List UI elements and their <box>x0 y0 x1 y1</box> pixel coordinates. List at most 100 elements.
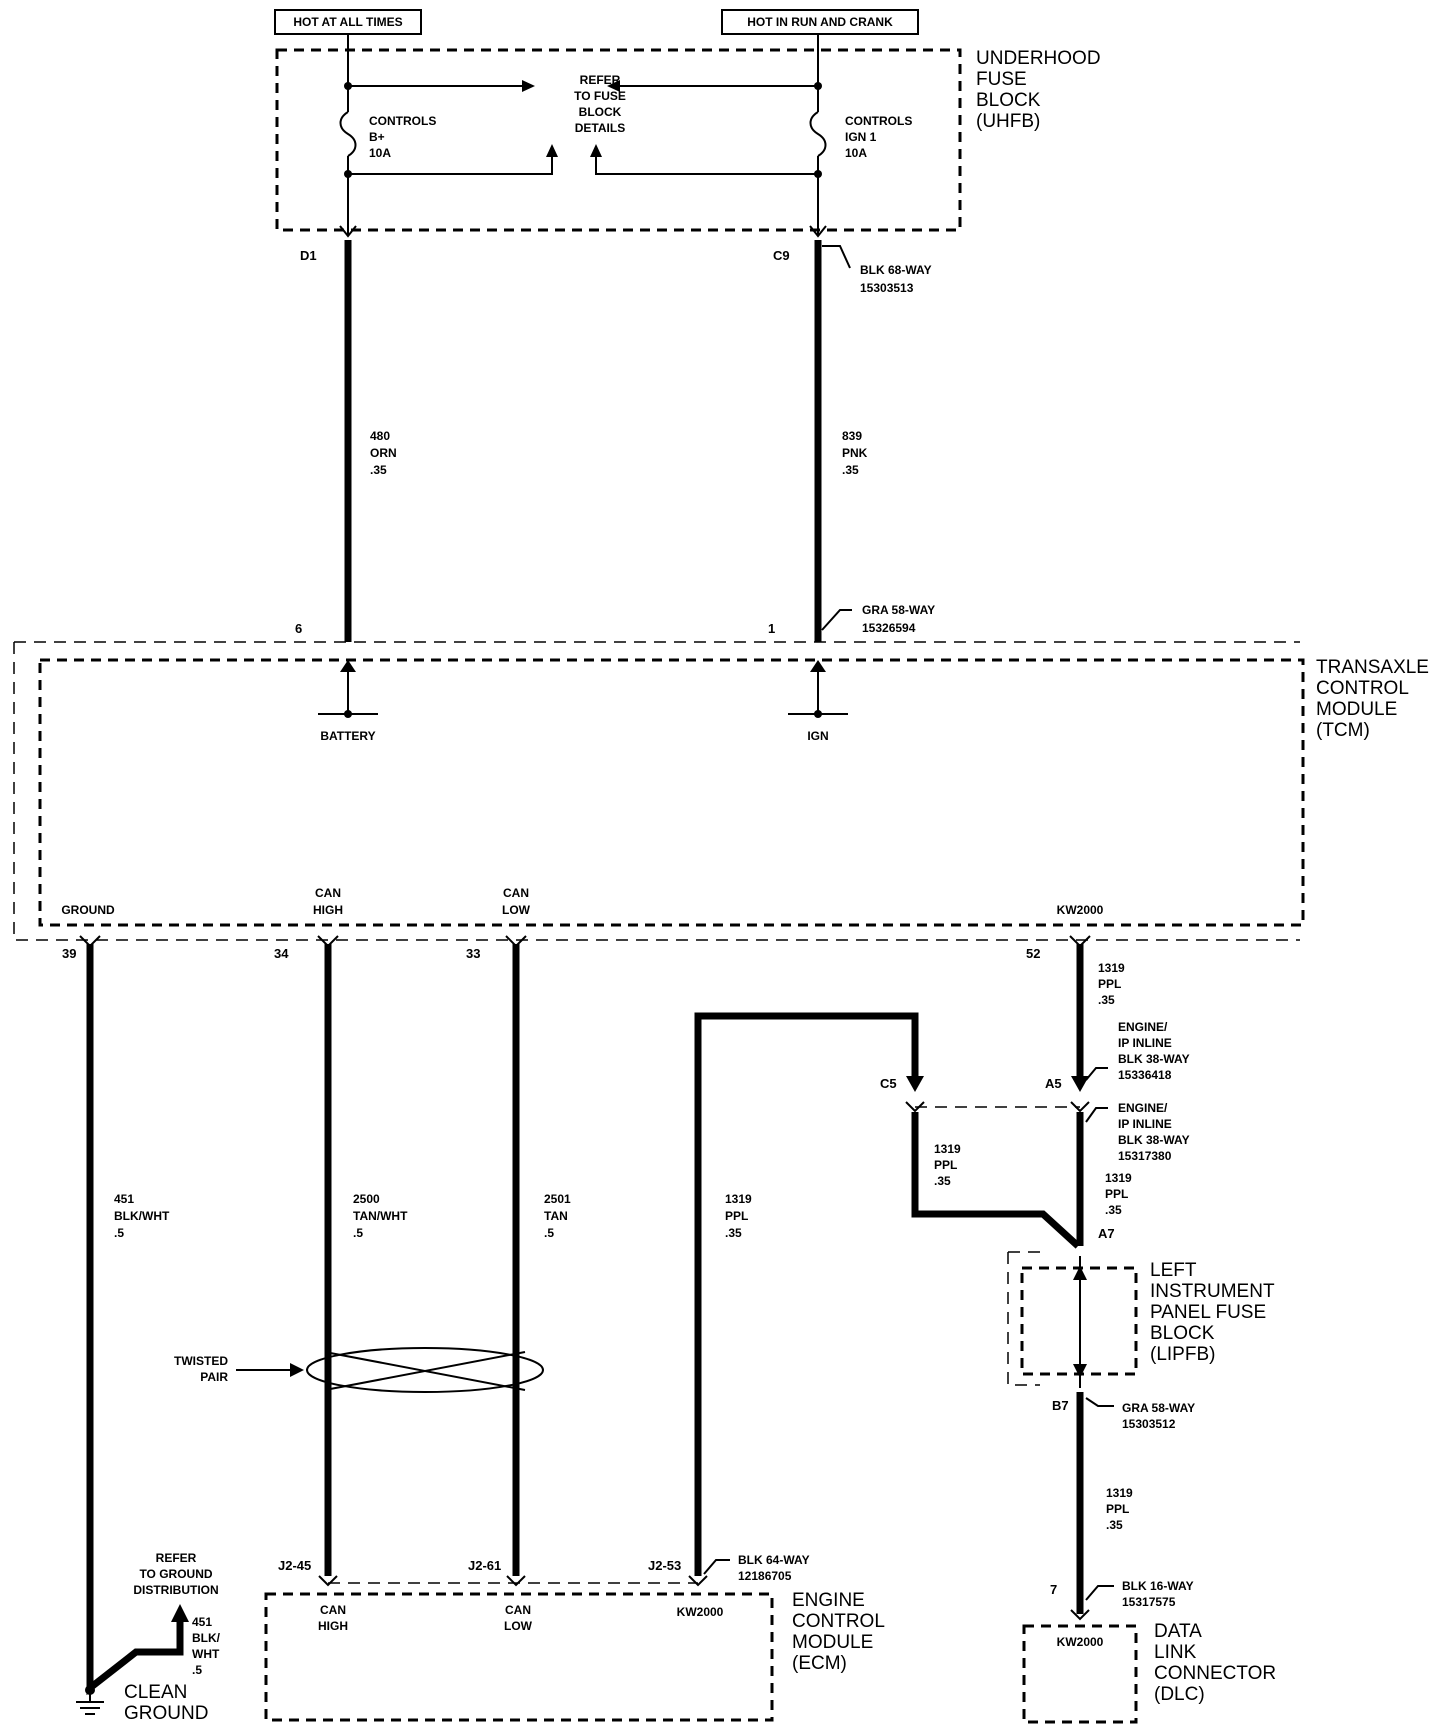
battery-label: BATTERY <box>320 729 375 743</box>
svg-text:CONNECTOR: CONNECTOR <box>1154 1663 1276 1684</box>
svg-text:ENGINE/: ENGINE/ <box>1118 1101 1168 1115</box>
clean-ground-icon <box>76 1685 104 1715</box>
svg-text:MODULE: MODULE <box>1316 699 1397 720</box>
pin-c5: C5 <box>880 1076 897 1091</box>
svg-text:1319: 1319 <box>725 1192 752 1206</box>
tcm-connector-outline <box>13 641 1300 941</box>
svg-text:1319: 1319 <box>1098 961 1125 975</box>
ecm-chevrons <box>318 1575 708 1587</box>
ground-wire-label: 451 BLK/ WHT .5 <box>192 1615 221 1677</box>
tcm-top-connector-label: GRA 58-WAY 15326594 <box>821 603 935 635</box>
svg-text:.5: .5 <box>114 1226 124 1240</box>
lipfb-title: LEFT INSTRUMENT PANEL FUSE BLOCK (LIPFB) <box>1150 1260 1275 1365</box>
svg-text:.5: .5 <box>353 1226 363 1240</box>
uhfb-connector-label: BLK 68-WAY 15303513 <box>822 245 932 295</box>
svg-text:REFER: REFER <box>580 73 621 87</box>
svg-text:CONTROL: CONTROL <box>792 1611 885 1632</box>
inline-upper-label: ENGINE/ IP INLINE BLK 38-WAY 15336418 <box>1085 1020 1190 1082</box>
wire-2500-label: 2500 TAN/WHT .5 <box>353 1192 408 1240</box>
pin-6: 6 <box>295 621 302 636</box>
svg-text:BLK 64-WAY: BLK 64-WAY <box>738 1553 810 1567</box>
svg-text:BLK/WHT: BLK/WHT <box>114 1209 170 1223</box>
wire-839-label: 839 PNK .35 <box>842 429 868 477</box>
svg-text:15317380: 15317380 <box>1118 1149 1172 1163</box>
svg-text:DISTRIBUTION: DISTRIBUTION <box>133 1583 218 1597</box>
pin-c9: C9 <box>773 248 790 263</box>
ecm-box <box>264 1592 774 1722</box>
ecm-connector-label: BLK 64-WAY 12186705 <box>703 1553 810 1583</box>
svg-text:CONTROLS: CONTROLS <box>845 114 912 128</box>
pin-a7: A7 <box>1098 1226 1115 1241</box>
pin-1: 1 <box>768 621 775 636</box>
svg-text:12186705: 12186705 <box>738 1569 792 1583</box>
svg-text:LEFT: LEFT <box>1150 1260 1197 1281</box>
pin-j2-61: J2-61 <box>468 1558 501 1573</box>
wire-2501-label: 2501 TAN .5 <box>544 1192 571 1240</box>
svg-text:.35: .35 <box>370 463 387 477</box>
svg-text:BLK 38-WAY: BLK 38-WAY <box>1118 1133 1190 1147</box>
svg-text:.35: .35 <box>725 1226 742 1240</box>
svg-text:INSTRUMENT: INSTRUMENT <box>1150 1281 1275 1302</box>
wire-1319-ecm-label: 1319 PPL .35 <box>725 1192 752 1240</box>
tcm-internal-ign: IGN <box>788 660 848 743</box>
hot-in-run-crank-label: HOT IN RUN AND CRANK <box>747 15 893 29</box>
svg-text:TRANSAXLE: TRANSAXLE <box>1316 657 1429 678</box>
svg-text:GRA 58-WAY: GRA 58-WAY <box>862 603 935 617</box>
dlc-chevron <box>1070 1609 1090 1621</box>
pin-j2-45: J2-45 <box>278 1558 311 1573</box>
svg-text:BLOCK: BLOCK <box>1150 1323 1215 1344</box>
tcm-can-high-label: CAN HIGH <box>313 886 343 917</box>
dlc-box <box>1022 1624 1138 1724</box>
uhfb-title: UNDERHOOD FUSE BLOCK (UHFB) <box>976 48 1101 132</box>
pin-39: 39 <box>62 946 76 961</box>
svg-text:PANEL FUSE: PANEL FUSE <box>1150 1302 1266 1323</box>
clean-ground-label: CLEAN GROUND <box>124 1682 208 1724</box>
svg-text:LINK: LINK <box>1154 1642 1197 1663</box>
uhfb-internal-wiring <box>339 34 827 238</box>
svg-text:451: 451 <box>114 1192 134 1206</box>
twisted-pair-symbol <box>236 1347 544 1393</box>
svg-text:CONTROLS: CONTROLS <box>369 114 436 128</box>
svg-text:TAN: TAN <box>544 1209 568 1223</box>
svg-text:CAN: CAN <box>505 1603 531 1617</box>
svg-text:B+: B+ <box>369 130 385 144</box>
svg-text:.35: .35 <box>842 463 859 477</box>
svg-text:.5: .5 <box>544 1226 554 1240</box>
svg-text:15303513: 15303513 <box>860 281 914 295</box>
svg-text:PPL: PPL <box>725 1209 748 1223</box>
svg-text:1319: 1319 <box>1105 1171 1132 1185</box>
svg-text:ENGINE/: ENGINE/ <box>1118 1020 1168 1034</box>
lipfb-internal <box>1073 1256 1087 1388</box>
svg-text:HIGH: HIGH <box>318 1619 348 1633</box>
svg-text:REFER: REFER <box>156 1551 197 1565</box>
svg-text:MODULE: MODULE <box>792 1632 873 1653</box>
tcm-box <box>38 658 1305 927</box>
svg-text:(UHFB): (UHFB) <box>976 111 1040 132</box>
tcm-can-low-label: CAN LOW <box>502 886 531 917</box>
wire-1319-c5-label: 1319 PPL .35 <box>934 1142 961 1188</box>
svg-text:GROUND: GROUND <box>124 1703 208 1724</box>
tcm-kw2000-label: KW2000 <box>1057 903 1104 917</box>
pin-34: 34 <box>274 946 289 961</box>
svg-text:BLOCK: BLOCK <box>579 105 622 119</box>
svg-text:(LIPFB): (LIPFB) <box>1150 1344 1215 1365</box>
svg-text:IGN 1: IGN 1 <box>845 130 877 144</box>
twisted-pair-label: TWISTED PAIR <box>174 1354 228 1384</box>
fuse-controls-bplus: CONTROLS B+ 10A <box>369 114 436 160</box>
svg-text:.5: .5 <box>192 1663 202 1677</box>
svg-text:15336418: 15336418 <box>1118 1068 1172 1082</box>
ecm-can-high-label: CAN HIGH <box>318 1603 348 1633</box>
wire-1319-ecm <box>694 1012 919 1576</box>
svg-text:PNK: PNK <box>842 446 868 460</box>
svg-text:.35: .35 <box>1105 1203 1122 1217</box>
svg-text:BLK 16-WAY: BLK 16-WAY <box>1122 1579 1194 1593</box>
ground-refer-label: REFER TO GROUND DISTRIBUTION <box>133 1551 218 1597</box>
hot-at-all-times-box: HOT AT ALL TIMES <box>274 9 422 35</box>
svg-text:15326594: 15326594 <box>862 621 916 635</box>
svg-text:BLOCK: BLOCK <box>976 90 1041 111</box>
svg-text:10A: 10A <box>845 146 867 160</box>
svg-text:2500: 2500 <box>353 1192 380 1206</box>
fuse-controls-ign1: CONTROLS IGN 1 10A <box>845 114 912 160</box>
svg-text:TO FUSE: TO FUSE <box>574 89 626 103</box>
svg-text:.35: .35 <box>1098 993 1115 1007</box>
